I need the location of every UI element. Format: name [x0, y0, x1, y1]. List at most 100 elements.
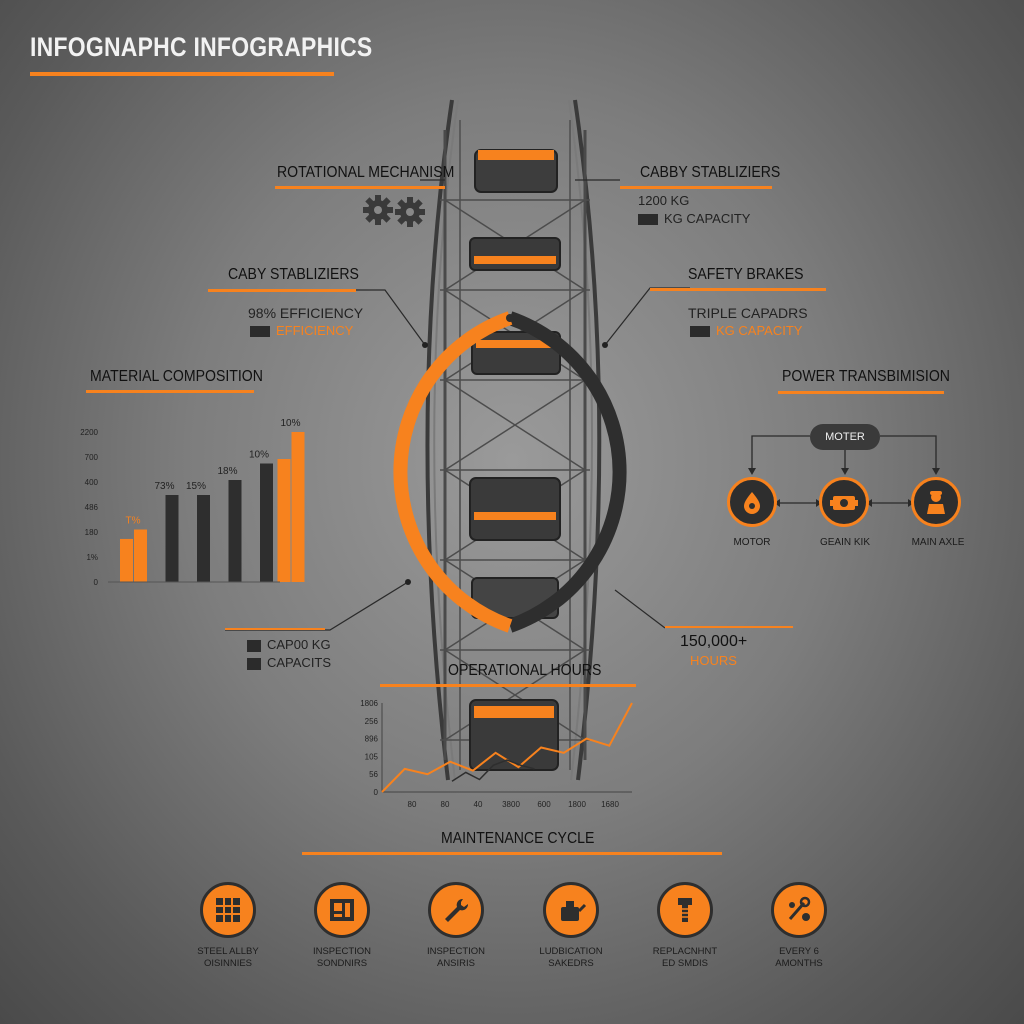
gears-icon: [363, 195, 425, 227]
y-tick-label: 896: [365, 735, 379, 744]
inspection-sondnirs-node: [314, 882, 370, 938]
x-tick-label: 600: [537, 800, 551, 809]
maintenance-item-2: INSPECTION SONDNIRS: [287, 946, 397, 971]
series-line-orange: [381, 702, 633, 793]
y-tick-label: 486: [85, 503, 99, 512]
main-axle-label: MAIN AXLE: [911, 537, 965, 548]
material-composition-rule: [86, 390, 254, 393]
safety-brakes-heading: SAFETY BRAKES: [688, 266, 804, 283]
y-tick-label: 180: [85, 528, 99, 537]
power-transmission-rule: [778, 391, 944, 394]
hours-label: HOURS: [690, 653, 737, 668]
y-tick-label: 256: [365, 717, 379, 726]
bar-data-label: 15%: [186, 481, 206, 492]
operational-hours-heading: OPERATIONAL HOURS: [448, 662, 602, 679]
capacity-label: CAPACITS: [267, 655, 332, 670]
maintenance-item-5: REPLACNHNT ED SMDIS: [630, 946, 740, 971]
x-tick-label: 40: [474, 800, 483, 809]
cabin-stabilizers-top-capacity: 1200 KG: [638, 193, 690, 208]
capacity-value: CAP00 KG: [267, 637, 331, 652]
bar-data-label: 10%: [249, 450, 269, 461]
every-6-months-node: [771, 882, 827, 938]
safety-brakes-value: TRIPLE CAPADRS: [688, 305, 808, 321]
y-tick-label: 700: [85, 453, 99, 462]
bar-orange: [277, 459, 291, 582]
y-tick-label: 0: [94, 578, 99, 587]
safety-brakes-row: KG CAPACITY: [690, 323, 802, 338]
y-tick-label: 1%: [86, 553, 98, 562]
steel-alloy-node: [200, 882, 256, 938]
replacement-node: [657, 882, 713, 938]
bar-dark: [260, 463, 273, 582]
cabin-stabilizers-top-capacity-row: KG CAPACITY: [638, 211, 750, 226]
gearbox-icon: [830, 496, 858, 510]
motor-node: [727, 477, 777, 527]
power-transmission-heading: POWER TRANSBIMISION: [782, 368, 950, 385]
maintenance-item-1-line1: STEEL ALLBY: [197, 946, 259, 957]
operational-hours-rule: [380, 684, 636, 687]
maintenance-item-2-line1: INSPECTION: [312, 946, 372, 957]
maintenance-item-6-line1: EVERY 6: [779, 946, 819, 957]
y-tick-label: 0: [374, 788, 379, 797]
tools-icon: [788, 896, 811, 921]
maintenance-cycle-rule: [302, 852, 722, 855]
bar-data-label: 10%: [280, 418, 300, 429]
x-tick-label: 3800: [502, 800, 520, 809]
capacity-row-2: CAPACITS: [247, 655, 331, 670]
motor-label: MOTOR: [733, 537, 771, 548]
capacity-row-1: CAP00 KG: [247, 637, 331, 652]
grid-panel-icon: [216, 898, 240, 922]
maintenance-item-4-line2: SAKEDRS: [548, 958, 594, 970]
legend-swatch: [250, 326, 270, 338]
cabin-stabilizers-top-capacity-label: KG CAPACITY: [664, 211, 751, 226]
rotational-mechanism-heading: ROTATIONAL MECHANISM: [277, 164, 455, 181]
maintenance-item-4-line1: LUDBICATION: [539, 946, 603, 957]
lubrication-node: [543, 882, 599, 938]
efficiency-value: 98% EFFICIENCY: [248, 305, 364, 321]
legend-swatch: [638, 214, 658, 226]
maintenance-item-5-line1: REPLACNHNT: [652, 946, 718, 957]
bar-data-label: 18%: [217, 466, 237, 477]
maintenance-item-1-line2: OISINNIES: [203, 958, 253, 970]
maintenance-item-5-line2: ED SMDIS: [662, 958, 708, 970]
cabin-stabilizers-top-heading: CABBY STABLIZIERS: [640, 164, 781, 181]
legend-swatch: [247, 657, 261, 670]
inspection-ansiris-node: [428, 882, 484, 938]
y-tick-label: 105: [365, 752, 379, 761]
y-tick-label: 56: [369, 770, 378, 779]
title-underline: [30, 72, 334, 76]
x-tick-label: 80: [441, 800, 450, 809]
safety-brakes-rule: [650, 288, 826, 291]
maintenance-item-3-line2: ANSIRIS: [436, 958, 475, 970]
material-composition-heading: MATERIAL COMPOSITION: [90, 368, 263, 385]
efficiency-row: EFFICIENCY: [250, 323, 353, 338]
y-tick-label: 2200: [80, 428, 98, 437]
bolt-icon: [678, 898, 692, 922]
wrench-icon: [445, 898, 469, 922]
bar-orange: [134, 529, 147, 582]
maintenance-item-4: LUDBICATION SAKEDRS: [516, 946, 626, 971]
page-title: INFOGNAPHC INFOGRAPHICS: [30, 32, 373, 62]
bar-dark: [165, 495, 179, 582]
series-line-dark: [451, 759, 535, 782]
legend-swatch: [247, 639, 261, 652]
bar-data-label: T%: [126, 516, 141, 527]
motor-top-node: MOTER: [810, 424, 880, 450]
maintenance-item-6: EVERY 6 AMONTHS: [744, 946, 854, 971]
x-tick-label: 80: [408, 800, 417, 809]
cabin-stabilizers-top-rule: [620, 186, 772, 189]
worker-icon: [927, 491, 945, 514]
cabin-stabilizers-left-heading: CABY STABLIZIERS: [228, 266, 359, 283]
gearbox-node: [819, 477, 869, 527]
motor-icon: [744, 492, 760, 514]
main-axle-node: [911, 477, 961, 527]
gearbox-label: GEAIN KIK: [819, 537, 870, 548]
y-tick-label: 1806: [360, 699, 378, 708]
hours-rule: [665, 626, 793, 628]
maintenance-item-1: STEEL ALLBY OISINNIES: [173, 946, 283, 971]
maintenance-item-3: INSPECTION ANSIRIS: [401, 946, 511, 971]
